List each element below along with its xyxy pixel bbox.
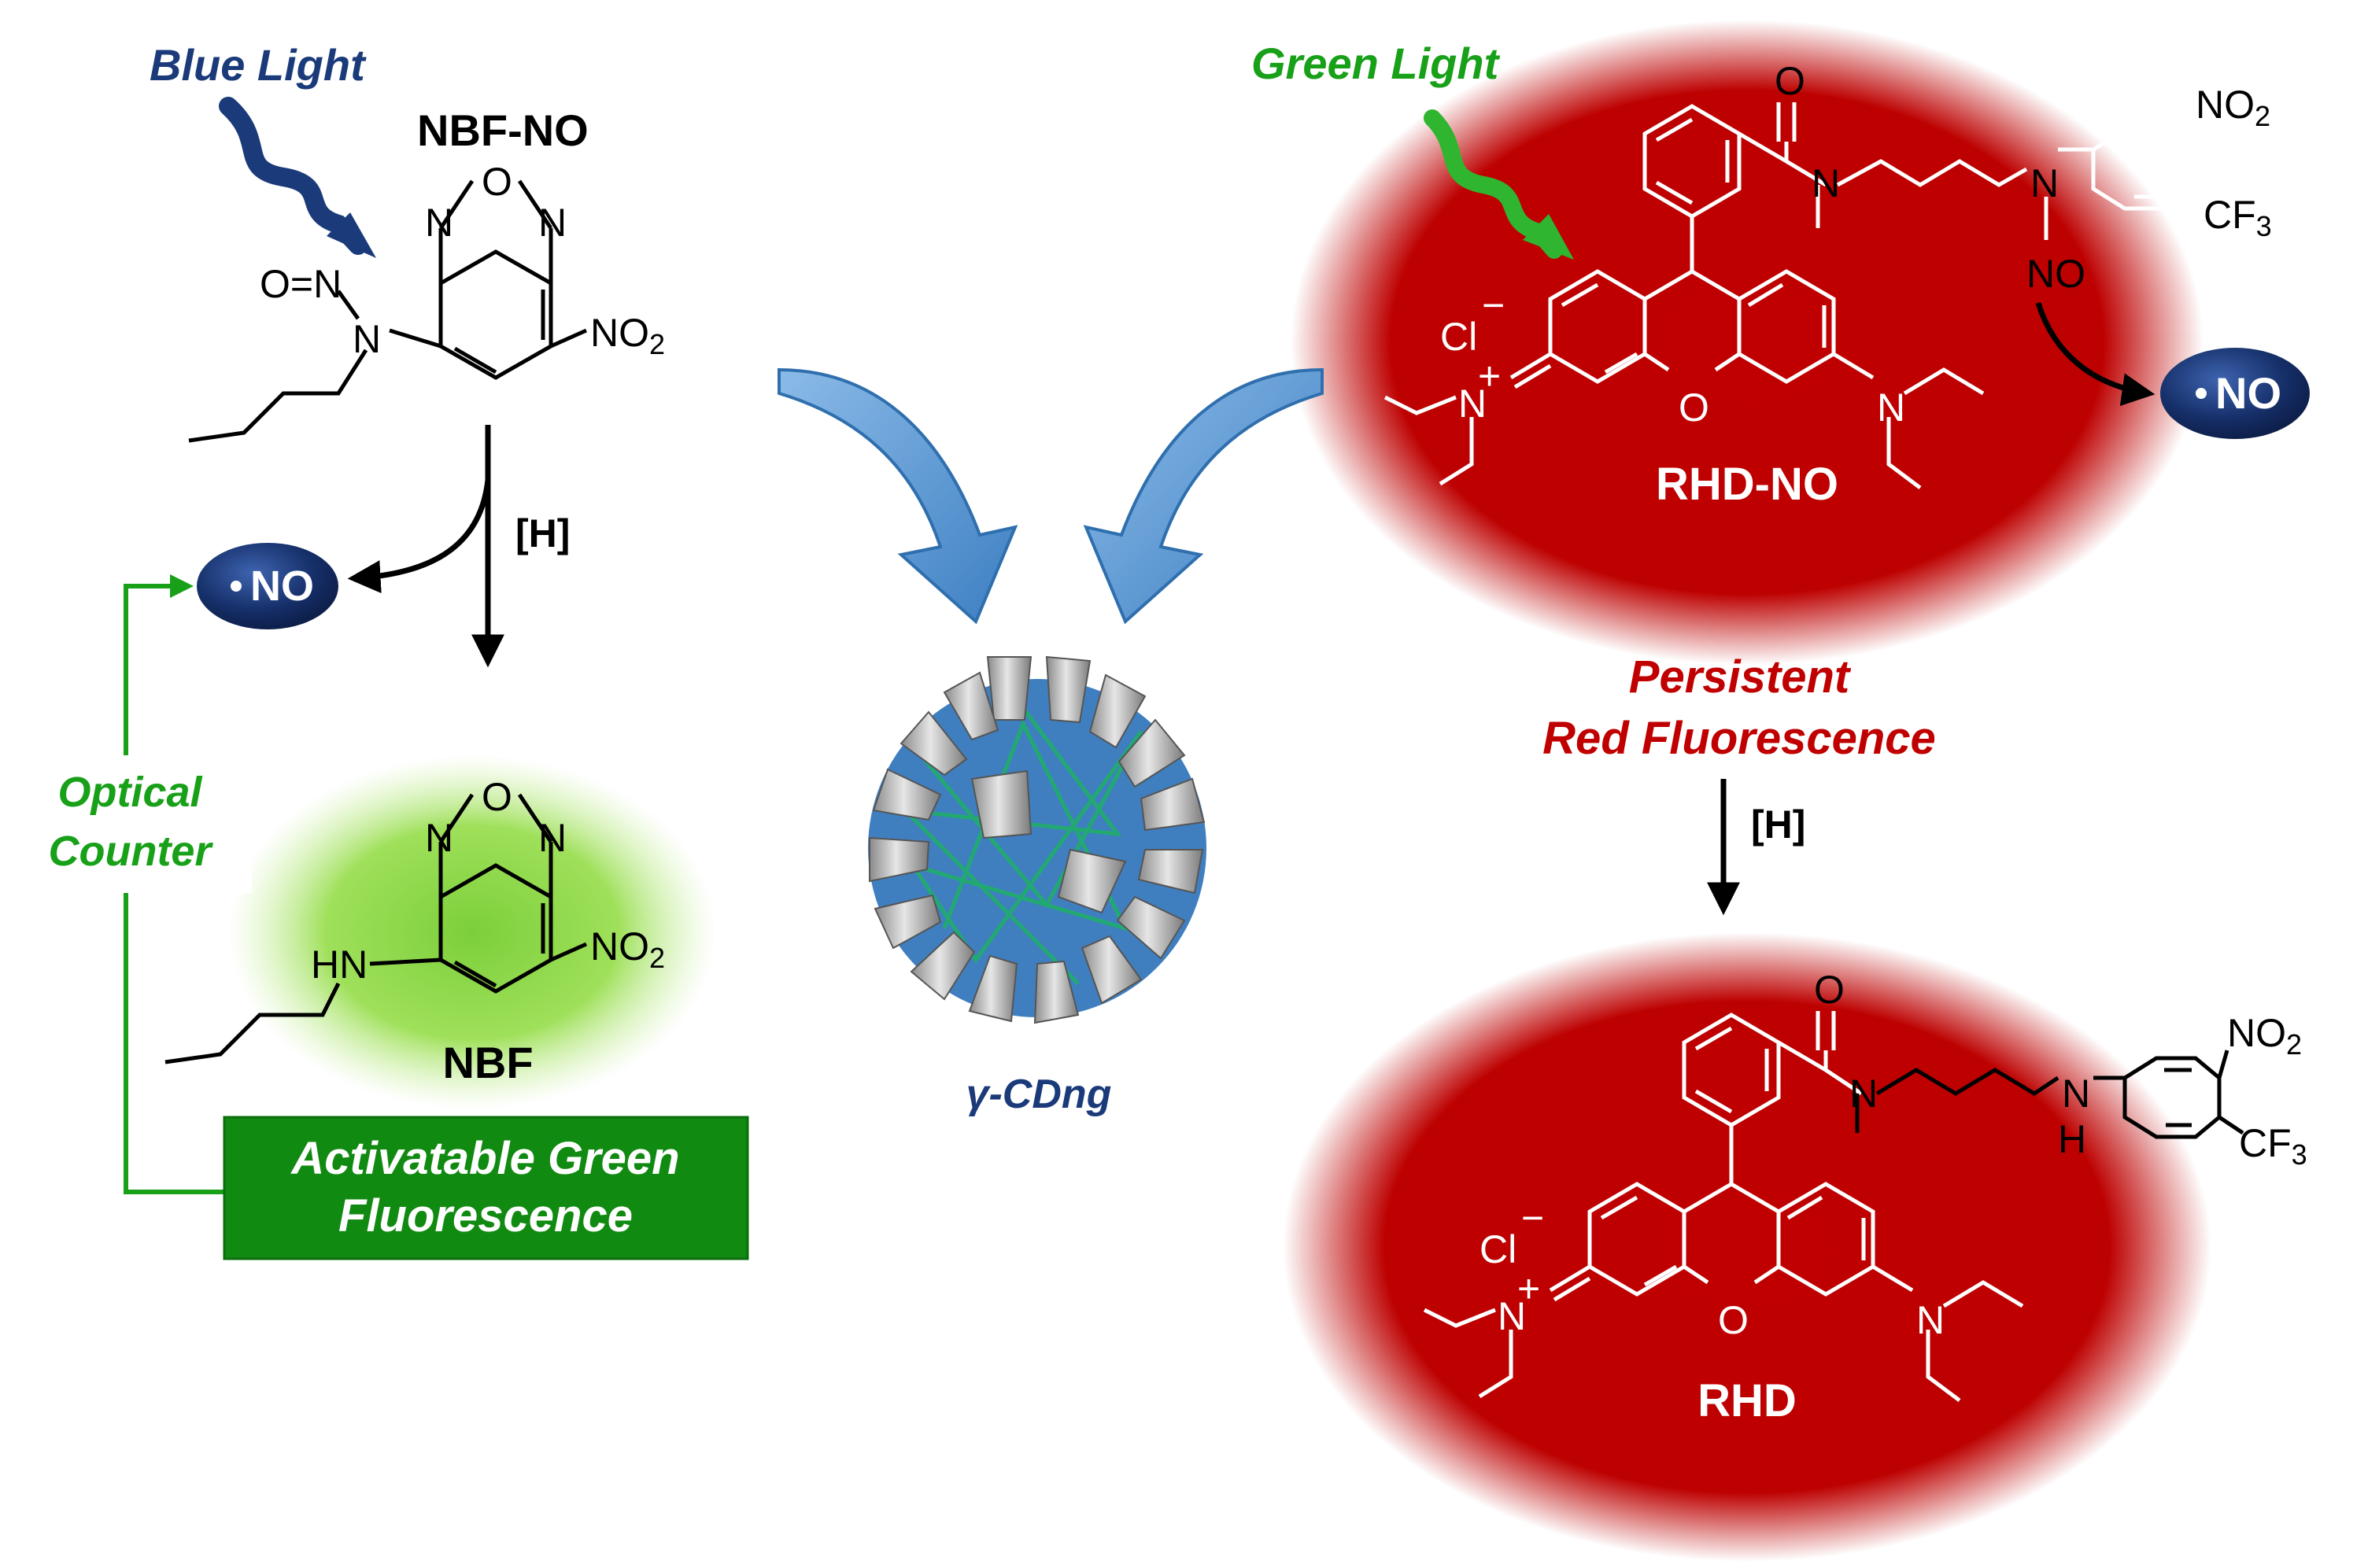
nbf-no-atom-n1: N — [425, 201, 453, 245]
rhd-no-atom-n-amide: N — [1812, 161, 1840, 205]
rhd-atom-n-plus: N — [1498, 1294, 1526, 1338]
cdng-label: γ-CDng — [966, 1072, 1112, 1117]
nbf-atom-hn: HN — [311, 943, 368, 987]
rhd-no-atom-o-carbonyl: O — [1775, 59, 1805, 103]
rhd-structure — [1423, 1011, 2024, 1402]
rhd-no-plus: + — [1478, 354, 1501, 398]
no-badge-left-label: NO — [250, 563, 314, 610]
rhd-no-nitroso: NO — [2026, 252, 2085, 296]
nbf-no-title: NBF-NO — [417, 105, 589, 155]
blue-light-label: Blue Light — [150, 40, 367, 90]
rhd-no-nitro: NO2 — [2196, 83, 2270, 132]
persistent-label-1: Persistent — [1629, 651, 1852, 703]
no-badge-left — [197, 543, 338, 629]
rhd-atom-n-amine: N — [2062, 1072, 2090, 1116]
optical-counter-label-bg — [31, 755, 252, 893]
rhd-no-cf3: CF3 — [2204, 193, 2272, 242]
nbf-no-atom-n3: N — [353, 317, 381, 361]
nbf-green-glow — [228, 755, 716, 1109]
rhd-cl: Cl — [1479, 1227, 1516, 1271]
nbf-no-structure — [188, 179, 588, 443]
persistent-label-2: Red Fluorescence — [1542, 713, 1936, 764]
h-left-label: [H] — [515, 511, 570, 555]
blue-light-squiggle-icon — [219, 97, 368, 255]
activatable-label-1: Activatable Green — [290, 1133, 679, 1184]
rhd-minus: − — [1521, 1196, 1544, 1240]
rhd-no-title: RHD-NO — [1656, 459, 1838, 510]
rhd-no-structure — [1383, 102, 2213, 489]
radical-dot-right-icon — [2196, 388, 2207, 399]
nbf-no-atom-o: O — [482, 160, 512, 204]
rhd-no-atom-o-ring: O — [1679, 386, 1709, 430]
green-light-squiggle-icon — [1424, 109, 1563, 259]
no-badge-right-label: NO — [2215, 368, 2281, 418]
h-right-label: [H] — [1751, 802, 1805, 847]
blue-light-arrowhead-icon — [327, 212, 376, 258]
big-arrow-left — [778, 367, 1018, 625]
nbf-no-nitroso: O=N — [260, 262, 342, 306]
nbf-title: NBF — [442, 1038, 533, 1087]
nbf-atom-n2: N — [538, 816, 567, 860]
optical-counter-label-1: Optical — [57, 769, 202, 816]
rhd-no-minus: − — [1482, 283, 1505, 327]
rhd-title: RHD — [1697, 1375, 1797, 1426]
rhd-atom-n-right: N — [1916, 1298, 1945, 1342]
activatable-green-box — [223, 1116, 749, 1260]
nbf-no-atom-n2: N — [538, 201, 567, 245]
rhd-cf3: CF3 — [2239, 1121, 2307, 1171]
activatable-label-2: Fluorescence — [338, 1190, 633, 1241]
rhd-no-atom-n-right: N — [1877, 386, 1905, 430]
nbf-structure — [164, 793, 588, 1064]
rhd-atom-n-amide: N — [1849, 1072, 1878, 1116]
rhd-no-red-glow — [1291, 20, 2204, 665]
rhd-chain-structure — [1855, 1050, 2244, 1139]
green-light-arrowhead-icon — [1523, 214, 1574, 260]
rhd-plus: + — [1517, 1267, 1540, 1311]
rhd-atom-h: H — [2058, 1117, 2086, 1161]
rhd-red-glow — [1283, 932, 2211, 1562]
nbf-nitro: NO2 — [590, 924, 665, 974]
rhd-no-atom-n-plus: N — [1458, 382, 1487, 426]
no-badge-right — [2160, 348, 2310, 439]
nbf-atom-n1: N — [425, 816, 453, 860]
rhd-atom-o-carbonyl: O — [1814, 968, 1845, 1012]
green-light-label: Green Light — [1251, 39, 1501, 88]
cdng-nanogel — [837, 647, 1238, 1049]
nbf-atom-o: O — [482, 775, 512, 819]
rhd-no-atom-n-chain: N — [2030, 161, 2059, 205]
rhd-nitro: NO2 — [2227, 1011, 2302, 1061]
rhd-no-cl: Cl — [1440, 315, 1477, 359]
rhd-atom-o-ring: O — [1718, 1298, 1749, 1342]
nbf-no-release-arrow — [347, 479, 491, 594]
nbf-no-nitro: NO2 — [590, 311, 665, 360]
big-arrow-right — [1083, 367, 1324, 625]
radical-dot-left-icon — [231, 581, 242, 592]
optical-counter-label-2: Counter — [49, 828, 214, 875]
rhd-no-release-arrow — [2035, 301, 2156, 407]
